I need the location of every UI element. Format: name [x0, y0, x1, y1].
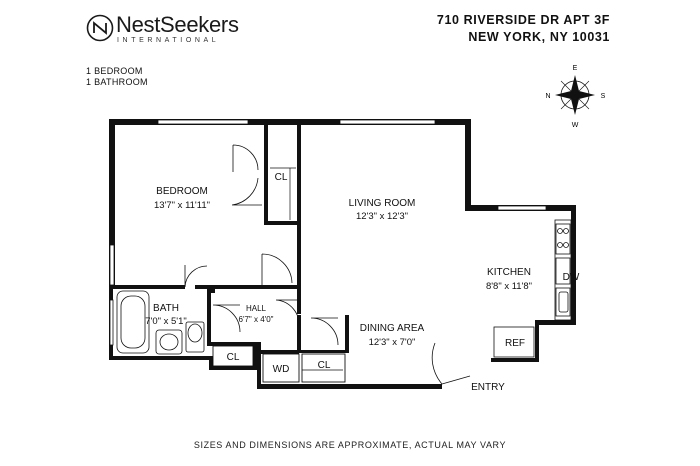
- dining-area-label: DINING AREA: [360, 323, 425, 334]
- compass-s: W: [572, 122, 579, 129]
- doors: [184, 144, 471, 385]
- refrigerator-label: REF: [505, 338, 525, 349]
- kitchen-dims: 8'8" x 11'8": [486, 281, 532, 292]
- bedroom-count: 1 BEDROOM: [86, 66, 143, 76]
- compass-rose-icon: E W N S: [545, 65, 605, 129]
- hall-dims: 6'7" x 4'0": [239, 315, 274, 324]
- nest-seekers-logo-icon: [86, 14, 114, 42]
- address-block: 710 RIVERSIDE DR APT 3F NEW YORK, NY 100…: [437, 12, 610, 46]
- address-line-1: 710 RIVERSIDE DR APT 3F: [436, 13, 610, 27]
- bath-dims: 7'0" x 5'1": [145, 316, 187, 327]
- hall-closet-label: CL: [227, 352, 240, 363]
- brand-logo: NestSeekers INTERNATIONAL: [86, 12, 256, 46]
- entry-label: ENTRY: [471, 382, 505, 393]
- windows: [109, 119, 547, 346]
- living-room-label: LIVING ROOM: [349, 198, 416, 209]
- kitchen-label: KITCHEN: [487, 267, 531, 278]
- living-room-dims: 12'3" x 12'3": [356, 211, 408, 222]
- bedroom-dims: 13'7" x 11'11": [154, 200, 210, 211]
- washer-dryer-label: WD: [273, 364, 290, 375]
- interior-walls: [115, 125, 349, 386]
- compass-n: E: [573, 65, 578, 72]
- bedroom-closet-label: CL: [275, 172, 288, 183]
- room-counts: 1 BEDROOM 1 BATHROOM: [86, 66, 148, 88]
- address-line-2: NEW YORK, NY 10031: [468, 30, 610, 44]
- kitchen-fixtures: [493, 219, 572, 358]
- brand-name: NestSeekers: [116, 12, 239, 37]
- brand-subtitle: INTERNATIONAL: [117, 37, 220, 44]
- closet-shelves: [270, 167, 343, 371]
- bath-fixtures: [116, 290, 205, 355]
- utility-boxes: [212, 345, 346, 383]
- entry-closet-label: CL: [318, 360, 331, 371]
- bedroom-label: BEDROOM: [156, 186, 208, 197]
- compass-w: N: [545, 93, 550, 100]
- hall-label: HALL: [246, 304, 267, 313]
- bath-label: BATH: [153, 303, 179, 314]
- dishwasher-label: DW: [563, 272, 580, 283]
- disclaimer-footer: SIZES AND DIMENSIONS ARE APPROXIMATE, AC…: [193, 440, 507, 450]
- dining-area-dims: 12'3" x 7'0": [369, 337, 416, 348]
- bathroom-count: 1 BATHROOM: [86, 77, 148, 87]
- compass-e: S: [601, 93, 606, 100]
